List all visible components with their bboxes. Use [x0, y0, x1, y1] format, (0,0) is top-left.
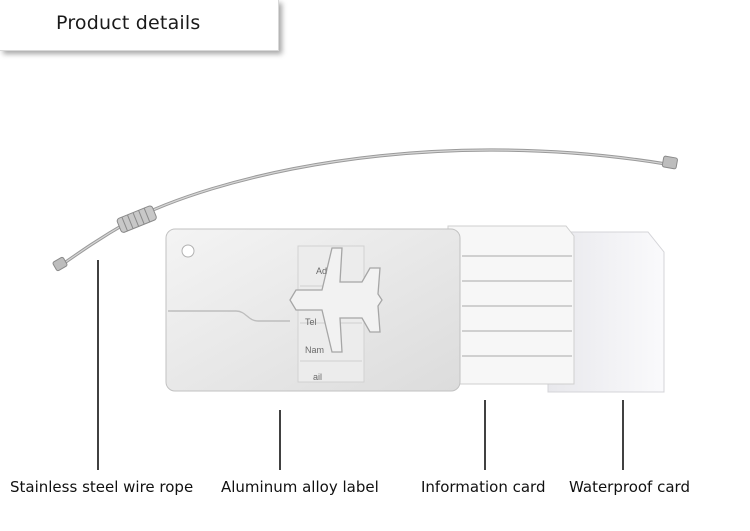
callout-wire-rope: Stainless steel wire rope	[10, 478, 194, 496]
label-line-text-1: Ad	[316, 266, 327, 276]
header-panel: Product details	[0, 0, 279, 51]
label-line-text-4: ail	[313, 372, 322, 382]
aluminum-label-shape	[165, 228, 461, 392]
callout-waterproof-card: Waterproof card	[569, 478, 690, 496]
page-title: Product details	[56, 12, 201, 34]
information-card-shape	[447, 225, 575, 385]
airplane-icon	[289, 247, 383, 353]
callout-information-card: Information card	[421, 478, 546, 496]
callout-aluminum-label: Aluminum alloy label	[221, 478, 379, 496]
leader-lines	[97, 260, 624, 470]
wire-rope	[52, 148, 678, 272]
label-line-text-2: Tel	[305, 317, 317, 327]
label-line-text-3: Nam	[305, 345, 324, 355]
